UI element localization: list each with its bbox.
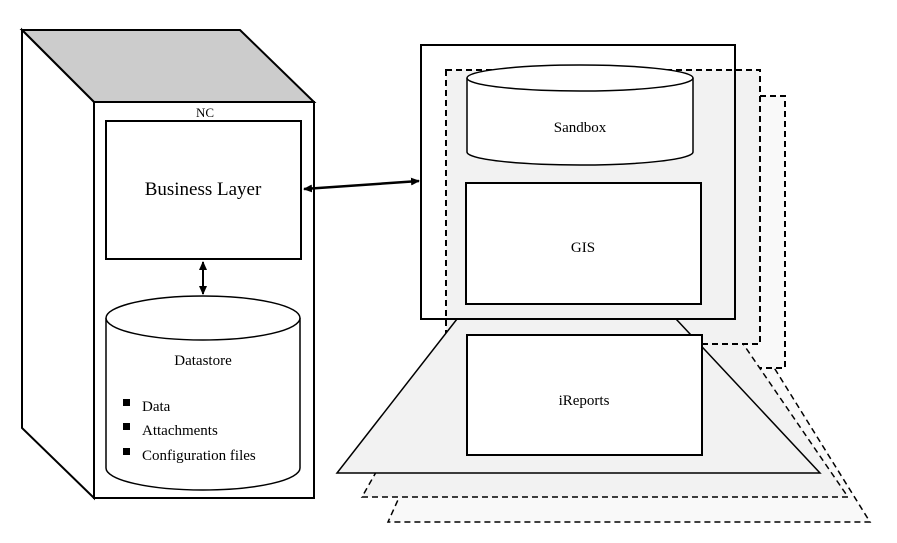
ireports-label: iReports: [559, 393, 610, 409]
gis-box: [465, 182, 702, 305]
bullet-icon: [123, 399, 130, 406]
business-layer-label: Business Layer: [145, 179, 262, 200]
datastore-cylinder: Datastore Data Attachments Configuration…: [105, 295, 301, 491]
datastore-item: Configuration files: [142, 448, 256, 464]
ireports-box: [466, 334, 703, 456]
server-label: NC: [196, 105, 214, 120]
bullet-icon: [123, 448, 130, 455]
datastore-item: Data: [142, 399, 171, 415]
datastore-item: Attachments: [142, 423, 218, 439]
bullet-icon: [123, 423, 130, 430]
sandbox-label: Sandbox: [554, 120, 607, 136]
server-side: [21, 27, 95, 501]
business-layer-box: [105, 120, 302, 260]
client-frame-front: [420, 44, 736, 320]
business-client-arrow: [303, 177, 420, 193]
gis-label: GIS: [571, 240, 595, 256]
datastore-title: Datastore: [174, 353, 232, 369]
sandbox-cylinder: Sandbox: [466, 64, 694, 166]
